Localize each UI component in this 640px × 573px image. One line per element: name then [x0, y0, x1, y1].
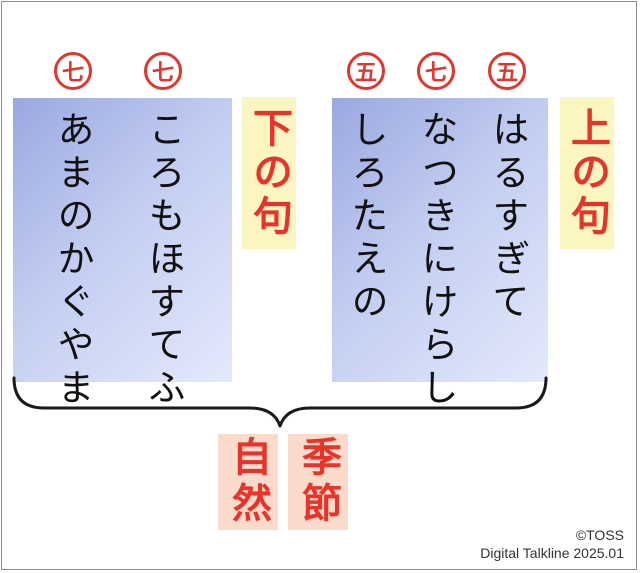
- poem-line: あまのかぐやま: [51, 110, 94, 411]
- syllable-count-badge: 五: [347, 52, 385, 90]
- copyright-text: ©TOSS: [575, 527, 624, 543]
- upper-phrase-panel: [332, 98, 548, 382]
- syllable-count-badge: 七: [54, 52, 92, 90]
- lower-phrase-label: 下の句: [242, 97, 296, 249]
- poem-line: しろたえの: [345, 110, 388, 325]
- theme-tag-nature: 自然: [218, 434, 278, 530]
- theme-tag-season: 季節: [288, 434, 348, 530]
- credit-text: Digital Talkline 2025.01: [480, 545, 624, 561]
- poem-line: はるすぎて: [486, 110, 529, 325]
- syllable-count-badge: 七: [144, 52, 182, 90]
- lower-phrase-panel: [13, 98, 232, 382]
- syllable-count-badge: 五: [488, 52, 526, 90]
- poem-line: なつきにけらし: [415, 110, 458, 411]
- curly-brace: [12, 376, 548, 428]
- syllable-count-badge: 七: [417, 52, 455, 90]
- poem-line: ころもほすてふ: [142, 110, 185, 411]
- upper-phrase-label: 上の句: [560, 97, 614, 249]
